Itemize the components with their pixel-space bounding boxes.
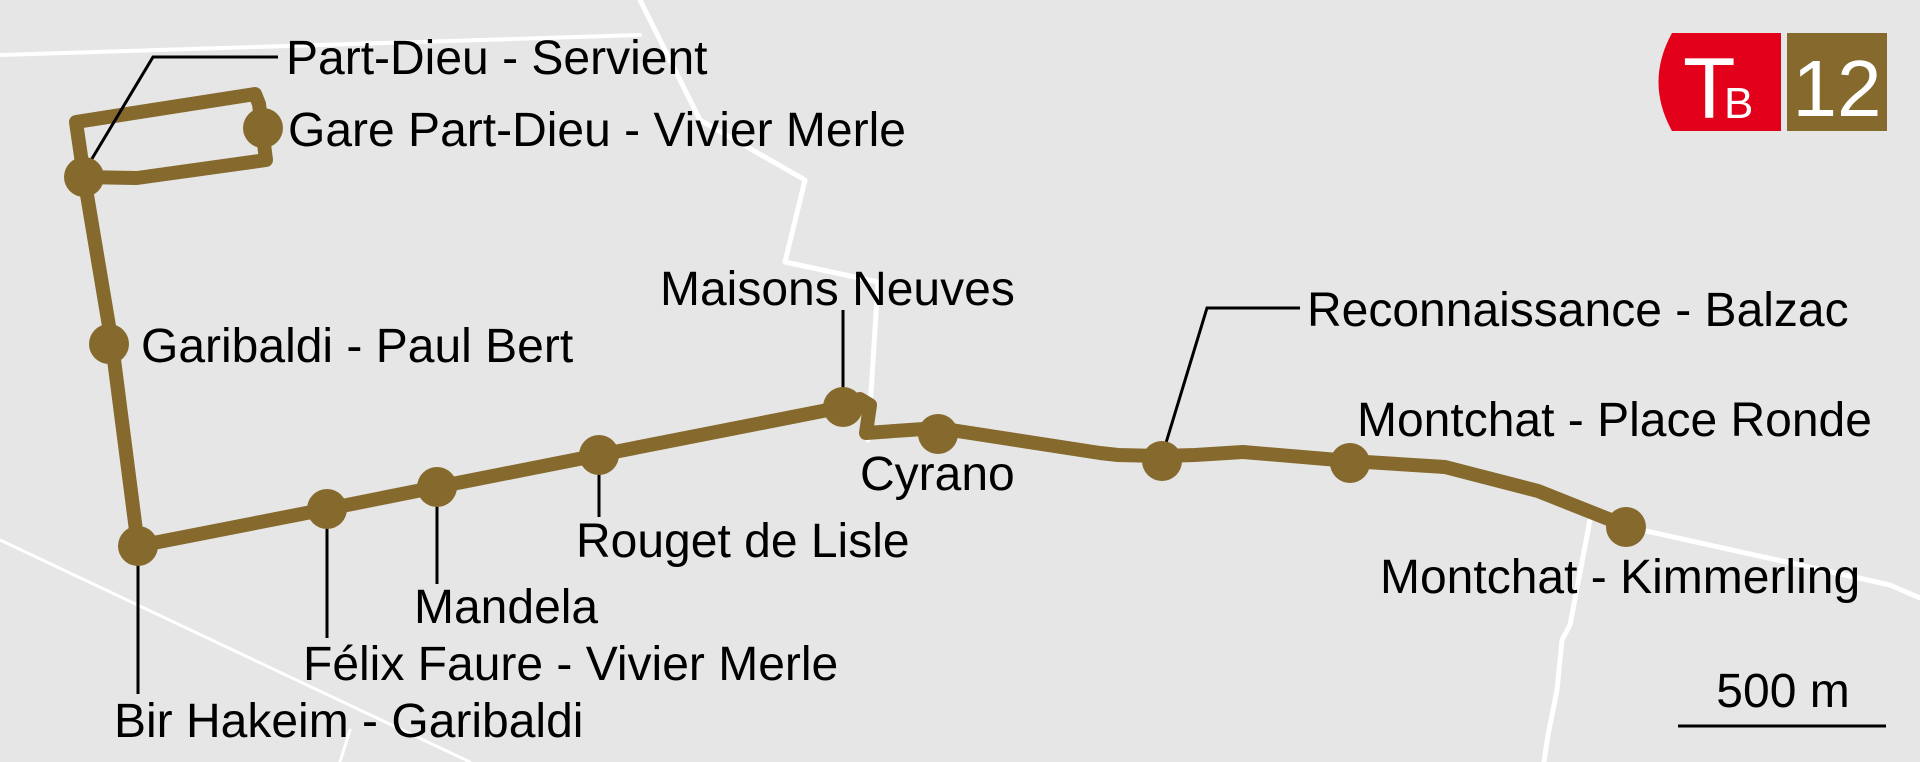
street [0,538,472,762]
station-rouget-de-lisle[interactable] [579,435,619,475]
station-reconnaissance-balzac[interactable] [1142,441,1182,481]
label-garibaldi-paul-bert: Garibaldi - Paul Bert [141,320,573,373]
line-logo: T B 12 [1658,33,1887,137]
label-part-dieu-servient: Part-Dieu - Servient [286,32,707,85]
scale-bar-label: 500 m [1716,665,1849,718]
station-garibaldi-paul-bert[interactable] [89,324,129,364]
station-cyrano[interactable] [918,414,958,454]
scale-bar: 500 m [1678,665,1886,728]
label-gare-part-dieu-vivier-merle: Gare Part-Dieu - Vivier Merle [288,104,906,157]
station-bir-hakeim-garibaldi[interactable] [118,526,158,566]
street [0,33,642,57]
mode-letter: T [1683,41,1736,137]
leader-reconnaissance-balzac [1160,306,1300,457]
street [338,728,352,762]
label-rouget-de-lisle: Rouget de Lisle [576,515,910,568]
street [1625,524,1920,601]
leader-part-dieu-servient [88,55,278,163]
label-mandela: Mandela [414,581,598,634]
station-montchat-kimmerling[interactable] [1606,507,1646,547]
stations [64,108,1646,566]
station-part-dieu-servient[interactable] [64,157,104,197]
label-montchat-place-ronde: Montchat - Place Ronde [1357,394,1872,447]
station-felix-faure-vivier-merle[interactable] [307,489,347,529]
label-leaders [88,55,1300,694]
label-maisons-neuves: Maisons Neuves [660,263,1015,316]
mode-badge [1658,33,1781,131]
station-montchat-place-ronde[interactable] [1330,443,1370,483]
line-number: 12 [1793,44,1882,133]
street [637,0,881,443]
station-gare-part-dieu-vivier-merle[interactable] [243,108,283,148]
label-bir-hakeim-garibaldi: Bir Hakeim - Garibaldi [114,695,583,748]
station-maisons-neuves[interactable] [823,387,863,427]
street [1541,517,1593,762]
station-mandela[interactable] [417,467,457,507]
station-labels: Part-Dieu - Servient Gare Part-Dieu - Vi… [114,32,1872,748]
mode-subletter: B [1724,79,1753,128]
label-felix-faure-vivier-merle: Félix Faure - Vivier Merle [303,638,838,691]
label-montchat-kimmerling: Montchat - Kimmerling [1380,551,1860,604]
label-reconnaissance-balzac: Reconnaissance - Balzac [1307,284,1849,337]
line-number-badge [1787,33,1887,131]
label-cyrano: Cyrano [860,448,1015,501]
